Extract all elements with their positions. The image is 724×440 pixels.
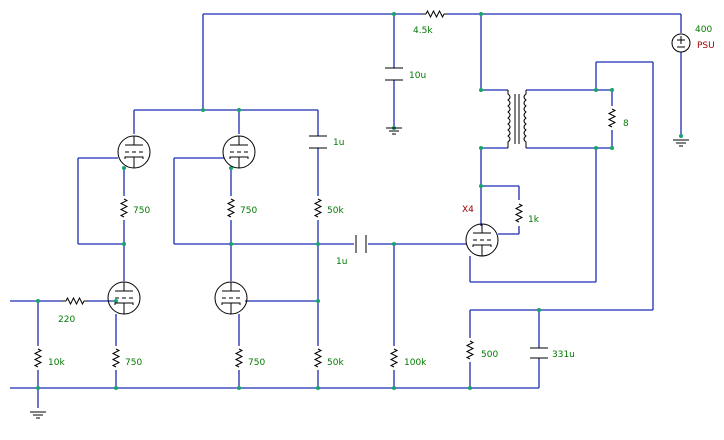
- label-r-k2: 750: [248, 358, 265, 368]
- resistor-1k: [515, 203, 523, 223]
- resistor-750-upper-left: [120, 198, 128, 218]
- label-c-psu: 10u: [409, 71, 426, 81]
- label-r-k1: 750: [125, 358, 142, 368]
- ground-symbol: [672, 139, 690, 147]
- label-psu-name: PSU: [697, 41, 715, 51]
- capacitor-10u: [385, 67, 403, 81]
- resistor-100k: [390, 348, 398, 368]
- ground-symbol: [29, 411, 47, 419]
- capacitor-1u-top: [309, 135, 327, 149]
- triode-tube-upper-middle: [222, 135, 256, 169]
- label-r-in: 220: [58, 315, 75, 325]
- resistor-750-lower-left: [112, 348, 120, 368]
- resistor-10k-grid: [34, 348, 42, 368]
- capacitor-331u: [530, 347, 548, 359]
- resistor-220-input: [62, 297, 88, 305]
- output-transformer: [507, 90, 527, 148]
- resistor-50k-bottom: [314, 348, 322, 368]
- label-r-load: 8: [623, 119, 629, 129]
- label-r-ak1: 750: [133, 206, 150, 216]
- capacitor-1u-coupling: [355, 235, 367, 253]
- triode-tube-lower-middle: [214, 281, 248, 315]
- label-psu-voltage: 400: [695, 25, 712, 35]
- wires: [10, 13, 682, 408]
- resistor-750-lower-middle: [235, 348, 243, 368]
- triode-tube-upper-left: [117, 135, 151, 169]
- resistor-load-8: [608, 108, 616, 128]
- psu-source: [671, 33, 691, 53]
- label-r-plate: 50k: [327, 206, 344, 216]
- label-c-331: 331u: [552, 350, 575, 360]
- junction-nodes: [36, 12, 683, 390]
- label-r-100k: 100k: [404, 358, 427, 368]
- resistor-4-5k: [422, 10, 448, 18]
- label-r-1k: 1k: [528, 215, 540, 225]
- resistor-750-upper-middle: [227, 198, 235, 218]
- resistor-50k-plate: [314, 198, 322, 218]
- label-r-ak2: 750: [240, 206, 257, 216]
- label-c-top: 1u: [333, 138, 344, 148]
- triode-tube-lower-left: [107, 281, 141, 315]
- label-x4: X4: [462, 205, 474, 215]
- label-r-psu: 4.5k: [413, 26, 433, 36]
- label-r-bot: 50k: [327, 358, 344, 368]
- triode-tube-x4: [465, 223, 499, 257]
- label-r-grid: 10k: [48, 358, 65, 368]
- resistor-500: [466, 340, 474, 360]
- label-c-couple: 1u: [336, 257, 347, 267]
- label-r-500: 500: [481, 350, 498, 360]
